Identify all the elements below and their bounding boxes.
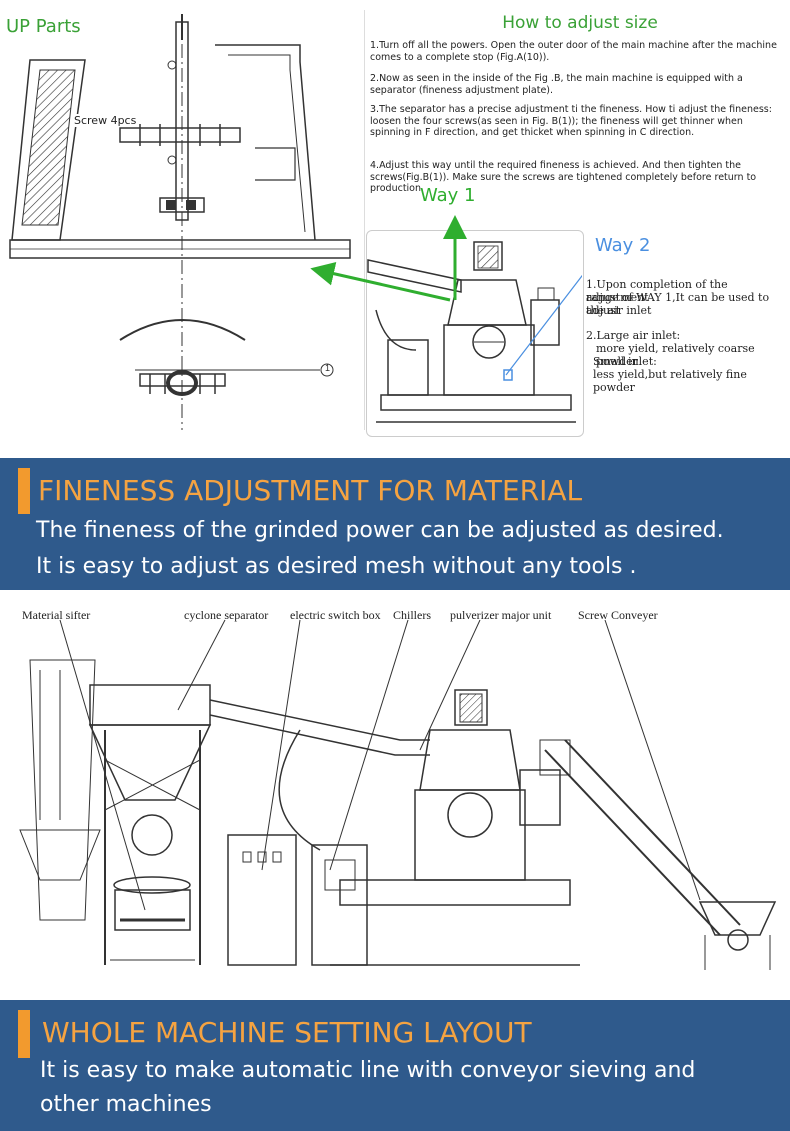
layout-banner: WHOLE MACHINE SETTING LAYOUT It is easy …	[0, 1000, 790, 1131]
up-parts-label: UP Parts	[6, 16, 81, 37]
way1-label: Way 1	[420, 185, 476, 206]
way2-point-7: less yield,but relatively fine powder	[593, 368, 747, 394]
way2-point-6: Small inlet:	[593, 355, 657, 368]
layout-line-2: other machines	[40, 1092, 212, 1117]
fineness-line-2: It is easy to adjust as desired mesh wit…	[36, 554, 637, 579]
adjustment-diagram-section: 1 UP Parts Screw 4pcs How to adjust size…	[0, 0, 790, 458]
label-pulverizer: pulverizer major unit	[450, 608, 552, 622]
way2-label: Way 2	[595, 235, 651, 256]
banner-accent-cap	[18, 1010, 30, 1018]
banner-accent	[18, 1018, 30, 1058]
fineness-title: FINENESS ADJUSTMENT FOR MATERIAL	[38, 474, 583, 507]
callout-number: 1	[324, 363, 330, 373]
step-4: 4.Adjust this way until the required fin…	[370, 160, 757, 194]
whole-machine-layout-drawing	[19, 619, 777, 970]
machine-drawing-small	[367, 241, 582, 423]
label-cyclone-separator: cyclone separator	[184, 608, 269, 622]
banner-accent-cap	[18, 468, 30, 476]
label-material-sifter: Material sifter	[22, 608, 91, 622]
way1-arrows	[310, 215, 467, 302]
screw-label: Screw 4pcs	[72, 114, 139, 127]
layout-title: WHOLE MACHINE SETTING LAYOUT	[42, 1016, 532, 1049]
way2-point-2: range of WAY 1,It can be used to adjust	[586, 291, 770, 317]
way2-point-3: the air inlet	[586, 304, 652, 317]
layout-section	[0, 590, 790, 1000]
label-electric-switch-box: electric switch box	[290, 608, 381, 622]
fineness-line-1: The fineness of the grinded power can be…	[36, 518, 724, 543]
way2-point-1: 1.Upon completion of the adjustment	[586, 278, 728, 304]
way2-point-4: 2.Large air inlet:	[586, 329, 681, 342]
layout-line-1: It is easy to make automatic line with c…	[40, 1058, 696, 1083]
way2-point-5: more yield, relatively coarse powder	[596, 342, 755, 368]
up-parts-drawing	[9, 14, 351, 430]
label-screw-conveyer: Screw Conveyer	[578, 608, 658, 622]
step-1: 1.Turn off all the powers. Open the oute…	[370, 40, 777, 63]
divider	[364, 10, 365, 430]
step-3: 3.The separator has a precise adjustment…	[370, 104, 772, 138]
how-to-title: How to adjust size	[502, 13, 658, 33]
banner-accent	[18, 476, 30, 514]
fineness-banner: FINENESS ADJUSTMENT FOR MATERIAL The fin…	[0, 458, 790, 590]
step-2: 2.Now as seen in the inside of the Fig .…	[370, 73, 743, 96]
label-chillers: Chillers	[393, 608, 431, 622]
